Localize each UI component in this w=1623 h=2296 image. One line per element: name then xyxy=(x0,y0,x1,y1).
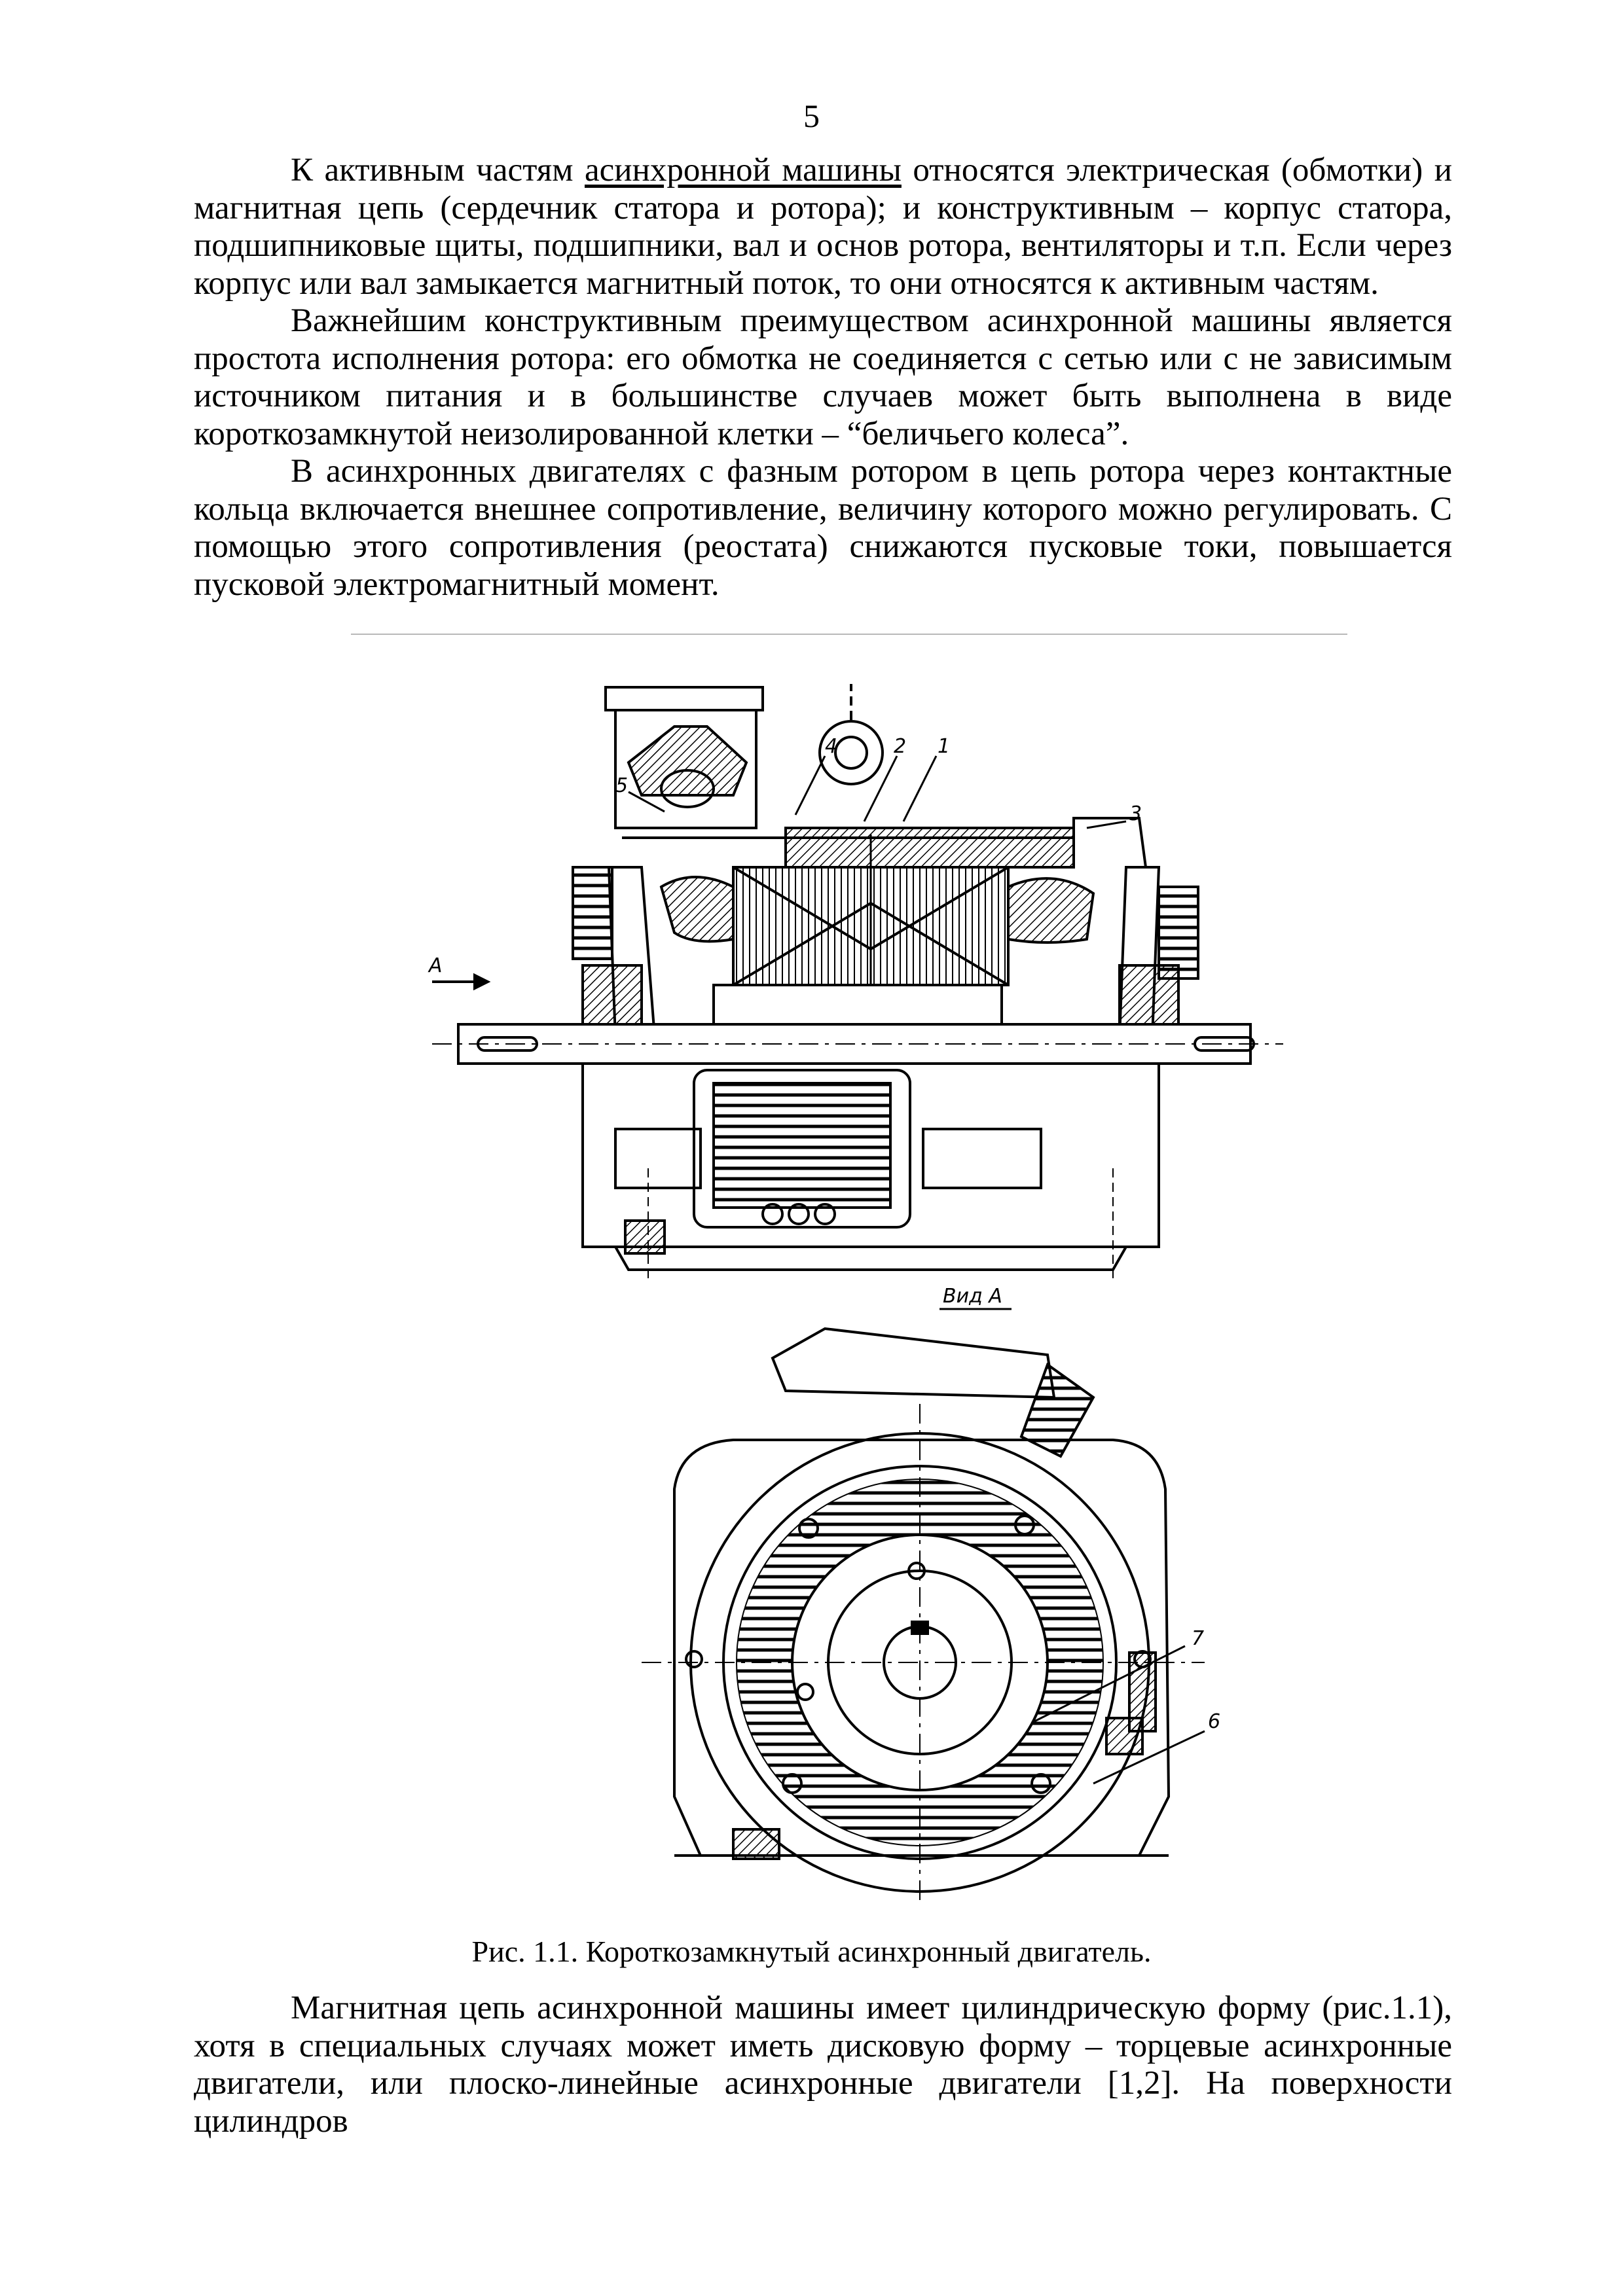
callout-7: 7 xyxy=(1192,1627,1204,1650)
paragraph-phase-rotor: В асинхронных двигателях с фазным роторо… xyxy=(194,453,1452,603)
horizontal-divider xyxy=(351,634,1347,635)
motor-section-view xyxy=(432,684,1283,1280)
callout-2: 2 xyxy=(894,735,906,758)
paragraph-text: Магнитная цепь асинхронной машины имеет … xyxy=(194,1990,1452,2140)
arrow-label: А xyxy=(428,954,443,977)
paragraph-text: В асинхронных двигателях с фазным роторо… xyxy=(194,453,1452,603)
paragraph-magnetic-circuit: Магнитная цепь асинхронной машины имеет … xyxy=(194,1990,1452,2140)
figure-caption: Рис. 1.1. Короткозамкнутый асинхронный д… xyxy=(471,1935,1152,1968)
motor-end-view xyxy=(642,1327,1205,1901)
view-label: Вид А xyxy=(943,1285,1002,1308)
callout-3: 3 xyxy=(1129,802,1142,825)
paragraph-text: К активным частям xyxy=(291,152,585,188)
callout-5: 5 xyxy=(615,774,628,797)
link-async-machine[interactable]: асинхронной машины xyxy=(585,152,902,188)
callout-1: 1 xyxy=(938,735,950,758)
callout-4: 4 xyxy=(825,735,837,758)
paragraph-rotor-advantage: Важнейшим конструктивным преимуществом а… xyxy=(194,302,1452,453)
paragraph-text: Важнейшим конструктивным преимуществом а… xyxy=(194,302,1452,452)
motor-technical-drawing: 5 4 2 1 3 А Вид А xyxy=(428,684,1283,1901)
paragraph-active-parts: К активным частям асинхронной машины отн… xyxy=(194,152,1452,302)
callout-6: 6 xyxy=(1208,1710,1220,1733)
figure-motor-drawing: 5 4 2 1 3 А Вид А xyxy=(367,671,1349,1924)
page-number: 5 xyxy=(803,98,820,134)
paragraph-text: относятся электрическая (обмотки) и магн… xyxy=(194,152,1452,302)
